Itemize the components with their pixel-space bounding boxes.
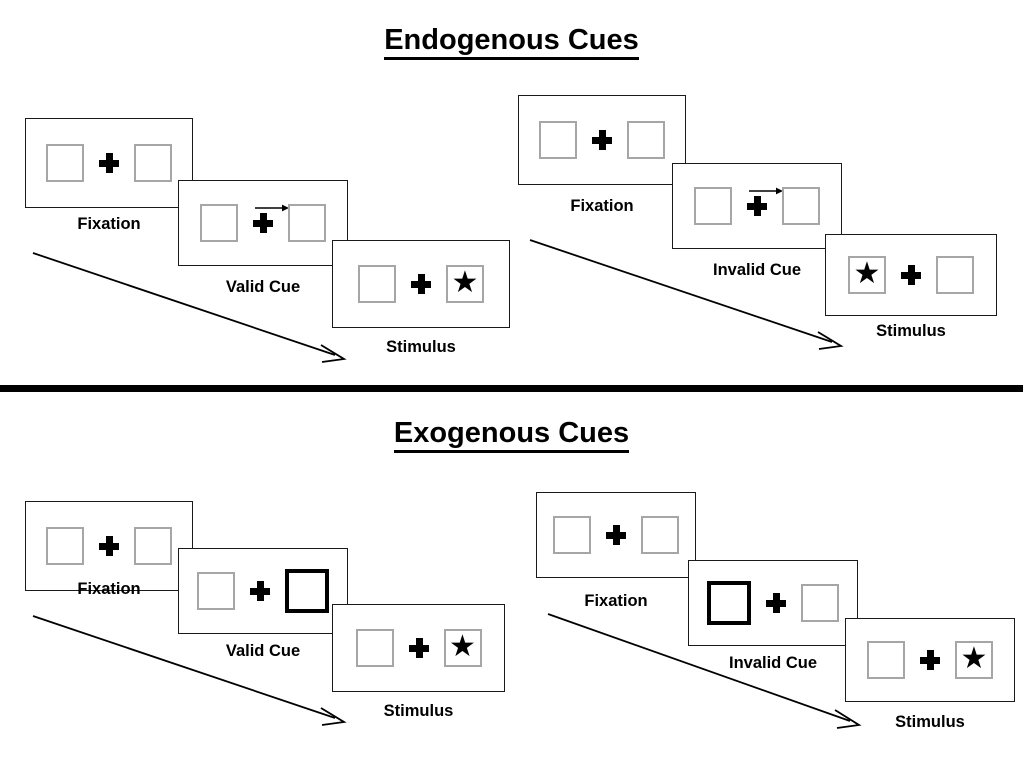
plus-icon — [592, 130, 612, 150]
plus-icon — [99, 536, 119, 556]
plus-icon — [747, 196, 767, 216]
section-title-exogenous: Exogenous Cues — [0, 417, 1023, 453]
panel-endogenous-valid-cue — [178, 180, 348, 266]
right-box-target: ★ — [955, 641, 993, 679]
left-box — [553, 516, 591, 554]
screen-content — [197, 569, 329, 613]
plus-icon — [766, 593, 786, 613]
left-box-cued — [707, 581, 751, 625]
stage-label-fixation: Fixation — [584, 592, 648, 610]
right-box-target: ★ — [443, 629, 482, 667]
stage-label-stimulus: Stimulus — [876, 322, 946, 340]
panel-endogenous-invalid-cue — [672, 163, 842, 249]
stage-label-cue: Valid Cue — [225, 278, 301, 296]
left-box — [46, 144, 84, 182]
screen-content — [707, 581, 839, 625]
screen-content: ★ — [867, 641, 993, 679]
screen-content — [200, 204, 326, 242]
plus-icon — [411, 274, 431, 294]
plus-icon — [250, 581, 270, 601]
section-divider — [0, 385, 1023, 392]
screen-content: ★ — [355, 629, 482, 667]
right-box-cued — [285, 569, 329, 613]
left-box — [867, 641, 905, 679]
screen-content — [694, 187, 820, 225]
stage-label-stimulus: Stimulus — [386, 338, 456, 356]
screen-content — [539, 121, 665, 159]
stage-label-fixation: Fixation — [77, 215, 141, 233]
fixation-center — [410, 265, 432, 303]
arrow-right-icon — [749, 187, 783, 195]
fixation-center — [249, 572, 271, 610]
plus-icon — [901, 265, 921, 285]
section-title-endogenous: Endogenous Cues — [0, 24, 1023, 60]
fixation-center — [605, 516, 627, 554]
panel-exogenous-invalid-cue — [688, 560, 858, 646]
star-icon: ★ — [451, 266, 479, 299]
fixation-center — [900, 256, 922, 294]
fixation-center — [919, 641, 941, 679]
right-box — [627, 121, 665, 159]
right-box — [134, 144, 172, 182]
arrow-right-icon — [255, 204, 289, 212]
star-icon: ★ — [853, 257, 881, 290]
star-icon: ★ — [449, 630, 476, 663]
right-box — [134, 527, 172, 565]
screen-content — [553, 516, 679, 554]
left-box — [197, 572, 235, 610]
stage-label-cue: Valid Cue — [225, 642, 301, 660]
left-box — [539, 121, 577, 159]
left-box-target: ★ — [848, 256, 886, 294]
section-title-exogenous-text: Exogenous Cues — [393, 417, 630, 453]
stage-label-fixation: Fixation — [77, 580, 141, 598]
fixation-center — [591, 121, 613, 159]
screen-content: ★ — [848, 256, 974, 294]
fixation-center — [408, 629, 430, 667]
right-box — [801, 584, 839, 622]
left-box — [358, 265, 396, 303]
panel-exogenous-valid-stimulus: ★ — [332, 604, 505, 692]
screen-content — [46, 144, 172, 182]
plus-icon — [920, 650, 940, 670]
fixation-center — [765, 584, 787, 622]
screen-content — [46, 527, 172, 565]
panel-exogenous-valid-cue — [178, 548, 348, 634]
left-box — [694, 187, 732, 225]
panel-endogenous-invalid-stimulus: ★ — [825, 234, 997, 316]
panel-exogenous-invalid-stimulus: ★ — [845, 618, 1015, 702]
stage-label-cue: Invalid Cue — [712, 261, 802, 279]
fixation-center — [98, 527, 120, 565]
panel-exogenous-valid-fixation — [25, 501, 193, 591]
left-box — [355, 629, 394, 667]
panel-endogenous-valid-stimulus: ★ — [332, 240, 510, 328]
plus-icon — [408, 638, 429, 658]
timeline-arrow-icon-endogenous-invalid — [529, 239, 844, 350]
screen-content: ★ — [358, 265, 484, 303]
stage-label-stimulus: Stimulus — [383, 702, 454, 720]
right-box — [288, 204, 326, 242]
fixation-center — [98, 144, 120, 182]
fixation-center — [252, 204, 289, 242]
right-box — [936, 256, 974, 294]
left-box — [200, 204, 238, 242]
stage-label-fixation: Fixation — [570, 197, 634, 215]
right-box-target: ★ — [446, 265, 484, 303]
star-icon: ★ — [960, 642, 988, 675]
stage-label-cue: Invalid Cue — [728, 654, 818, 672]
left-box — [46, 527, 84, 565]
fixation-center — [746, 187, 783, 225]
section-title-endogenous-text: Endogenous Cues — [384, 24, 639, 60]
panel-endogenous-valid-fixation — [25, 118, 193, 208]
panel-endogenous-invalid-fixation — [518, 95, 686, 185]
panel-exogenous-invalid-fixation — [536, 492, 696, 578]
plus-icon — [253, 213, 273, 233]
stage-label-stimulus: Stimulus — [895, 713, 965, 731]
right-box — [641, 516, 679, 554]
plus-icon — [99, 153, 119, 173]
plus-icon — [606, 525, 626, 545]
right-box — [782, 187, 820, 225]
